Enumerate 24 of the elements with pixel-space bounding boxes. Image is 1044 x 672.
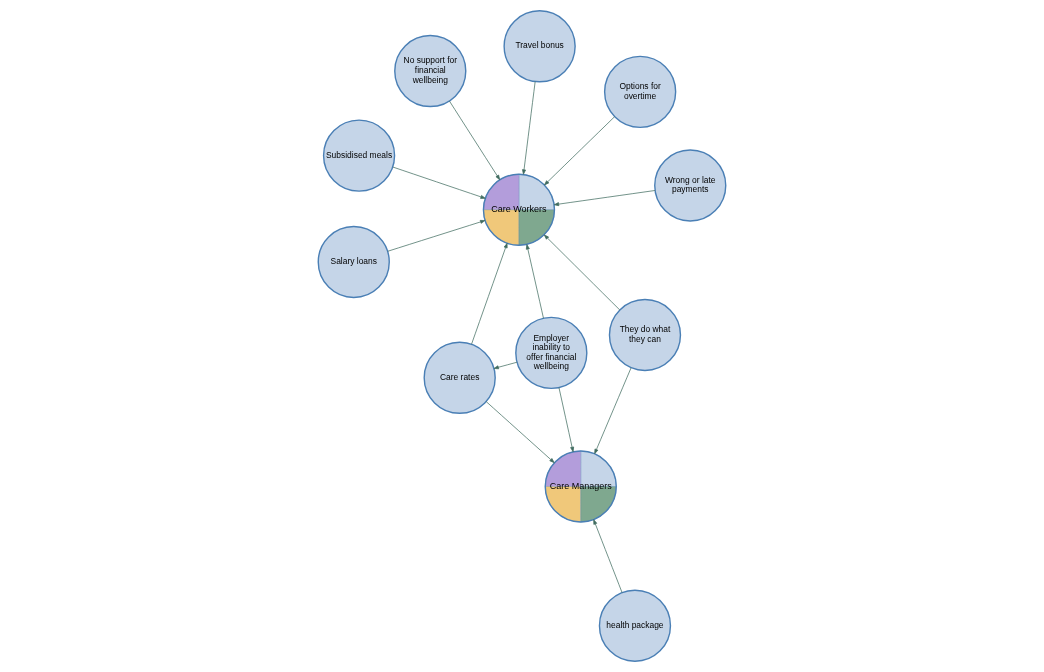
arrow (387, 220, 486, 252)
node-circle: Options for overtime (603, 55, 677, 129)
arrow (471, 242, 508, 345)
arrow (593, 519, 623, 593)
arrow (525, 244, 544, 319)
node-circle: Travel bonus (503, 10, 576, 83)
node-circle: Subsidised meals (322, 119, 396, 192)
arrow (553, 190, 656, 207)
arrow (594, 367, 632, 455)
arrow (392, 166, 486, 199)
arrow (544, 116, 615, 186)
arrow (485, 401, 555, 463)
arrow (493, 361, 518, 370)
node-circle: Care rates (423, 341, 496, 414)
arrow (522, 81, 536, 175)
arrow (558, 387, 575, 453)
node-circle: health package (598, 589, 672, 662)
node-circle: Wrong or late payments (654, 149, 727, 222)
node-circle: Employer inability to offer financial wellbeing (515, 316, 588, 390)
arrow (543, 234, 621, 311)
node-circle: No support for financial wellbeing (394, 34, 467, 108)
node-circle: Salary loans (317, 225, 390, 299)
node-circle: They do what they can (608, 298, 682, 372)
arrow (449, 100, 501, 180)
